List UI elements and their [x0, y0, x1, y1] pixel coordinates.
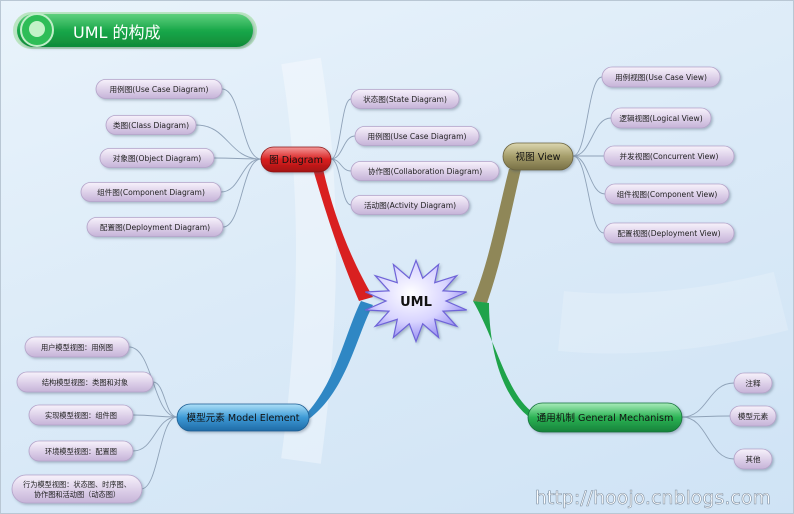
- leaf-diagram-right-1-label: 用例图(Use Case Diagram): [368, 131, 467, 141]
- leaf-diagram-left-0[interactable]: 用例图(Use Case Diagram): [95, 79, 223, 99]
- link-model-2: [132, 414, 178, 418]
- leaf-mechanism-1[interactable]: 模型元素: [729, 405, 777, 427]
- leaf-mechanism-0[interactable]: 注释: [733, 372, 773, 394]
- center-label: UML: [400, 295, 432, 310]
- link-model-4: [140, 416, 178, 490]
- branch-mechanism-label: 通用机制 General Mechanism: [537, 412, 674, 424]
- link-view-4: [572, 155, 605, 234]
- leaf-model-2-label: 实现模型视图：组件图: [45, 411, 117, 420]
- link-mechanism-1: [681, 415, 731, 418]
- link-view-3: [572, 155, 606, 195]
- leaf-model-2[interactable]: 实现模型视图：组件图: [28, 404, 134, 426]
- leaf-diagram-left-0-label: 用例图(Use Case Diagram): [110, 84, 209, 94]
- center-node[interactable]: UML: [365, 258, 467, 344]
- leaf-view-1[interactable]: 逻辑视图(Logical View): [610, 107, 712, 129]
- leaf-view-1-label: 逻辑视图(Logical View): [619, 113, 702, 123]
- leaf-diagram-left-3-label: 组件图(Component Diagram): [97, 187, 205, 197]
- branch-view[interactable]: 视图 View: [502, 142, 574, 171]
- leaf-diagram-right-3[interactable]: 活动图(Activity Diagram): [350, 195, 470, 215]
- branch-ribbons: [303, 169, 535, 423]
- link-view-1: [572, 117, 612, 157]
- leaf-model-1[interactable]: 结构模型视图：类图和对象: [16, 371, 154, 393]
- branch-model-label: 模型元素 Model Element: [187, 412, 300, 424]
- leaf-diagram-right-0-label: 状态图(State Diagram): [363, 94, 447, 104]
- leaf-view-2[interactable]: 并发视图(Concurrent View): [603, 145, 735, 167]
- leaf-model-4-label: 行为模型视图：状态图、时序图、: [23, 480, 131, 489]
- ribbon-model: [303, 301, 373, 423]
- leaf-diagram-left-1[interactable]: 类图(Class Diagram): [105, 115, 197, 135]
- leaf-diagram-left-2[interactable]: 对象图(Object Diagram): [99, 148, 215, 168]
- leaf-diagram-right-0[interactable]: 状态图(State Diagram): [350, 89, 460, 109]
- leaf-diagram-right-1[interactable]: 用例图(Use Case Diagram): [354, 126, 480, 146]
- link-diagram-left-3: [220, 158, 262, 193]
- leaf-view-3[interactable]: 组件视图(Component View): [604, 183, 730, 205]
- link-diagram-left-1: [195, 124, 262, 160]
- leaf-model-4-label: 协作图和活动图（动态图）: [34, 490, 120, 499]
- leaf-model-3[interactable]: 环境模型视图：配置图: [28, 440, 134, 462]
- leaf-view-4[interactable]: 配置视图(Deployment View): [603, 222, 735, 244]
- leaf-view-3-label: 组件视图(Component View): [617, 189, 718, 199]
- leaf-diagram-left-4-label: 配置图(Deployment Diagram): [100, 223, 210, 232]
- leaf-diagram-right-2[interactable]: 协作图(Collaboration Diagram): [350, 161, 500, 181]
- leaf-diagram-left-2-label: 对象图(Object Diagram): [113, 153, 201, 163]
- link-model-1: [152, 381, 178, 418]
- leaf-view-4-label: 配置视图(Deployment View): [617, 228, 720, 238]
- link-diagram-left-0: [221, 88, 262, 160]
- link-model-3: [132, 416, 178, 452]
- leaf-nodes: 用例图(Use Case Diagram) 类图(Class Diagram) 对象…: [11, 66, 777, 504]
- leaf-model-1-label: 结构模型视图：类图和对象: [42, 378, 128, 387]
- leaf-mechanism-2[interactable]: 其他: [733, 448, 773, 470]
- page-title: UML 的构成: [73, 23, 161, 42]
- branch-diagram-label: 图 Diagram: [269, 155, 323, 166]
- ribbon-diagram: [313, 169, 373, 301]
- ribbon-mechanism: [473, 301, 535, 421]
- leaf-model-3-label: 环境模型视图：配置图: [45, 447, 117, 456]
- leaf-view-0[interactable]: 用例视图(Use Case View): [601, 66, 721, 88]
- connector-lines: [128, 76, 735, 490]
- link-diagram-right-1: [330, 135, 356, 160]
- ribbon-view: [473, 169, 521, 303]
- leaf-view-2-label: 并发视图(Concurrent View): [620, 151, 719, 161]
- leaf-model-0[interactable]: 用户模型视图：用例图: [24, 336, 130, 358]
- leaf-diagram-left-1-label: 类图(Class Diagram): [113, 120, 189, 130]
- leaf-view-0-label: 用例视图(Use Case View): [615, 72, 707, 82]
- branch-model-element[interactable]: 模型元素 Model Element: [176, 403, 310, 432]
- leaf-model-0-label: 用户模型视图：用例图: [41, 343, 113, 352]
- header-banner: UML 的构成: [13, 12, 257, 49]
- link-diagram-right-3: [330, 158, 352, 206]
- link-diagram-left-2: [213, 157, 262, 160]
- leaf-diagram-left-3[interactable]: 组件图(Component Diagram): [80, 182, 222, 202]
- link-diagram-right-0: [330, 98, 352, 160]
- leaf-mechanism-1-label: 模型元素: [738, 411, 769, 421]
- link-mechanism-0: [681, 382, 735, 418]
- branch-general-mechanism[interactable]: 通用机制 General Mechanism: [527, 402, 683, 433]
- link-diagram-left-4: [222, 158, 262, 228]
- link-mechanism-2: [681, 416, 735, 460]
- branch-diagram[interactable]: 图 Diagram: [260, 146, 332, 173]
- branch-view-label: 视图 View: [515, 151, 560, 163]
- leaf-diagram-right-2-label: 协作图(Collaboration Diagram): [368, 166, 482, 176]
- leaf-mechanism-0-label: 注释: [745, 378, 761, 388]
- leaf-model-4[interactable]: 行为模型视图：状态图、时序图、协作图和活动图（动态图）: [11, 474, 143, 504]
- leaf-diagram-left-4[interactable]: 配置图(Deployment Diagram): [86, 217, 224, 237]
- leaf-mechanism-2-label: 其他: [745, 454, 761, 464]
- watermark: http://hoojo.cnblogs.com: [535, 487, 771, 509]
- link-view-0: [572, 76, 603, 157]
- leaf-diagram-right-3-label: 活动图(Activity Diagram): [364, 200, 456, 210]
